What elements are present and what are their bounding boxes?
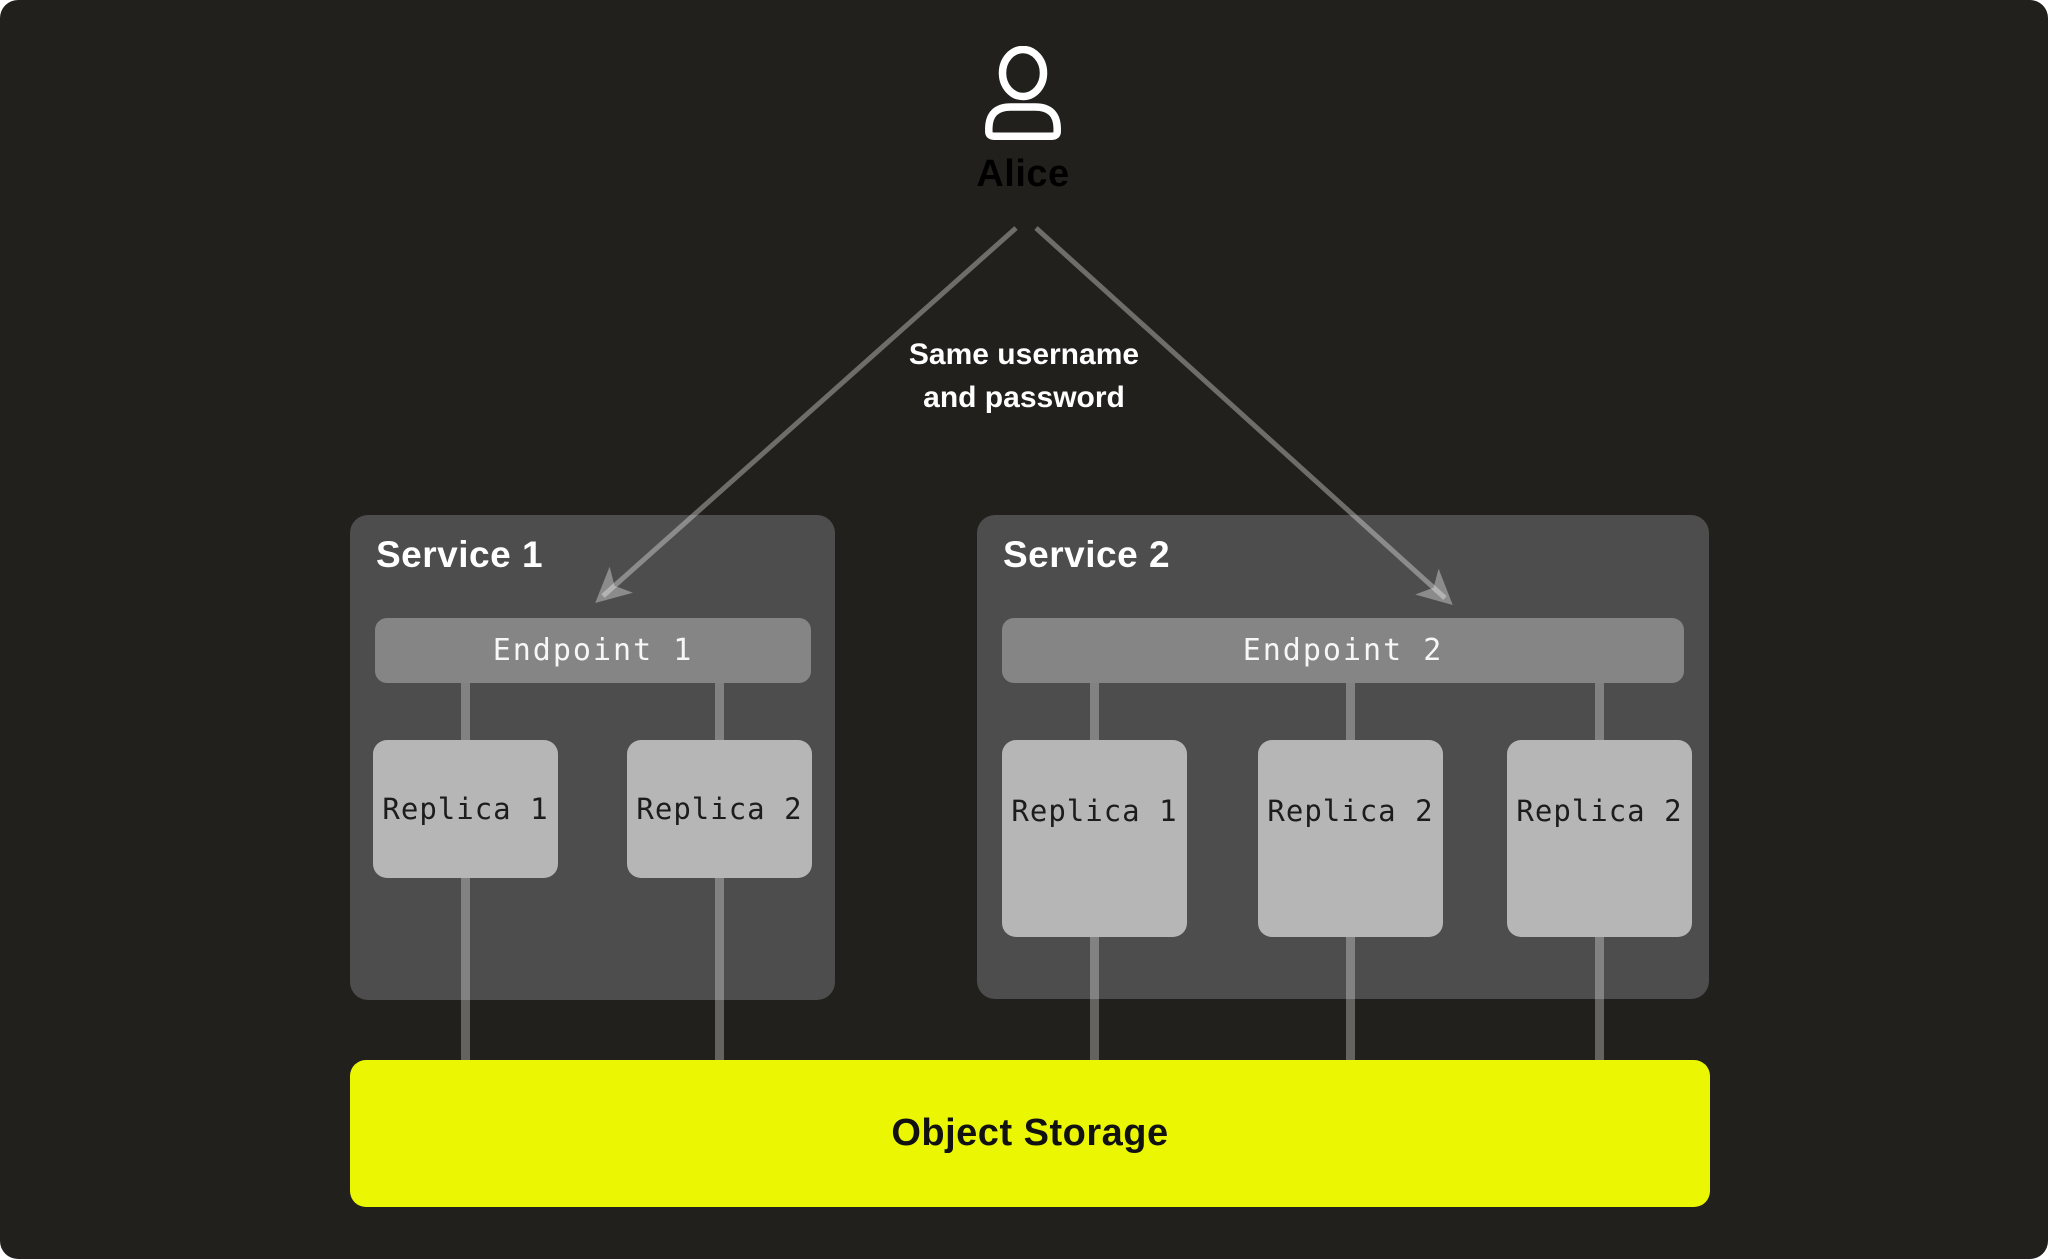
credentials-annotation: Same username and password <box>774 333 1274 419</box>
service-2-replica-2: Replica 2 <box>1258 740 1443 937</box>
service-1-endpoint: Endpoint 1 <box>375 618 811 683</box>
service-2-endpoint: Endpoint 2 <box>1002 618 1684 683</box>
person-icon <box>985 46 1061 140</box>
service-1-title: Service 1 <box>376 534 544 575</box>
service-2-title: Service 2 <box>1003 534 1171 575</box>
service-2-replica-1: Replica 1 <box>1002 740 1187 937</box>
service-1-replica-2: Replica 2 <box>627 740 812 878</box>
object-storage-box: Object Storage <box>350 1060 1710 1207</box>
annotation-line-1: Same username <box>908 338 1140 371</box>
user-name-label: Alice <box>976 153 1070 195</box>
annotation-line-2: and password <box>923 381 1125 414</box>
service-2-replica-3: Replica 2 <box>1507 740 1692 937</box>
service-1-replica-1: Replica 1 <box>373 740 558 878</box>
